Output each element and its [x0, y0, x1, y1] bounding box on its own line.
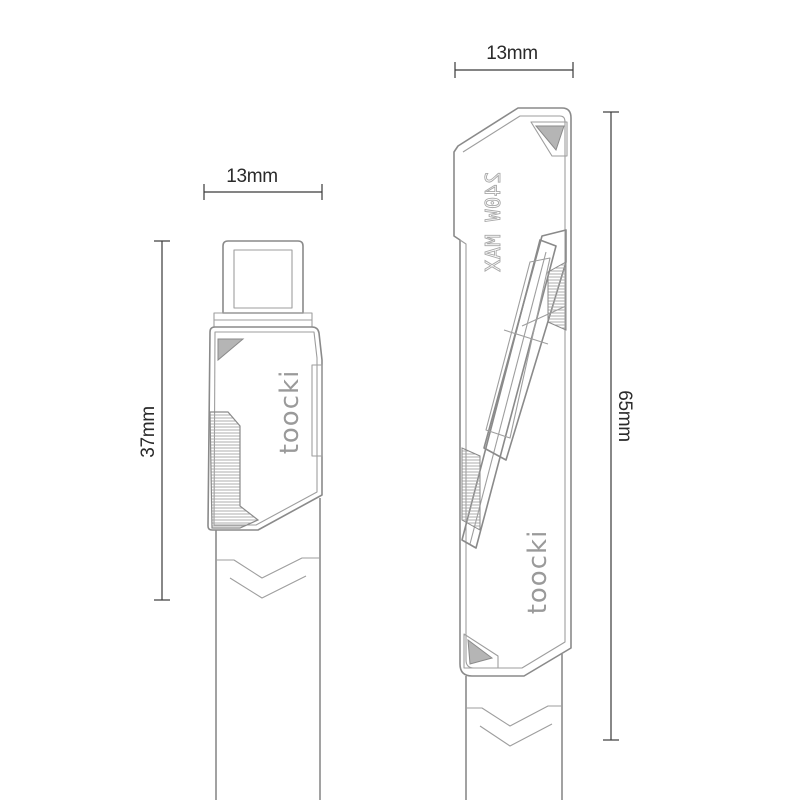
- long-cable: [465, 654, 563, 800]
- short-connector-body: toocki: [207, 326, 323, 531]
- usb-c-plug-icon: [213, 240, 313, 328]
- long-length-label: 65mm: [614, 390, 635, 442]
- short-connector: 13mm 37mm toocki: [138, 166, 323, 800]
- svg-text:240W MAX: 240W MAX: [481, 172, 505, 272]
- long-width-label: 13mm: [486, 43, 538, 64]
- long-connector-body: 240W MAX toocki: [453, 107, 572, 677]
- short-length-dimension: 37mm: [138, 240, 170, 601]
- long-width-dimension: 13mm: [454, 43, 574, 78]
- long-brand-label: toocki: [523, 530, 553, 615]
- hinge-mechanism: [461, 229, 567, 549]
- right-ridge-hatch: [547, 261, 567, 331]
- short-width-label: 13mm: [226, 166, 278, 187]
- short-width-dimension: 13mm: [203, 166, 323, 200]
- corner-triangle-icon: [217, 338, 245, 362]
- long-connector: 13mm 65mm: [453, 43, 635, 800]
- short-cable: [215, 498, 321, 800]
- short-length-label: 37mm: [138, 406, 159, 458]
- left-ridge-hatch: [461, 447, 481, 531]
- short-brand-label: toocki: [275, 370, 305, 455]
- long-length-dimension: 65mm: [603, 111, 635, 741]
- grip-hatch: [209, 411, 260, 529]
- power-rating-text: 240W MAX: [481, 171, 506, 272]
- bottom-corner-triangle-icon: [467, 638, 494, 665]
- top-corner-triangle-icon: [534, 125, 565, 152]
